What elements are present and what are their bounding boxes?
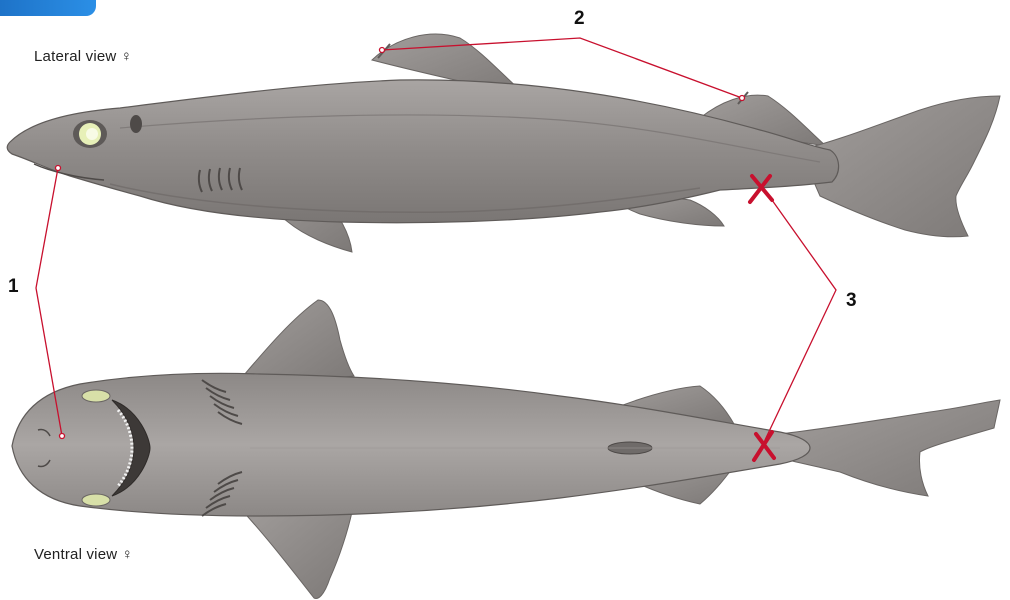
callout-3-line bbox=[762, 186, 836, 440]
spiracle bbox=[130, 115, 142, 133]
lateral-body bbox=[7, 80, 838, 223]
eye-icon bbox=[73, 120, 107, 148]
ventral-pectoral-fin-upper bbox=[238, 300, 354, 382]
ventral-shark bbox=[12, 300, 1000, 598]
ventral-eye-upper bbox=[82, 390, 110, 402]
callout-2-number: 2 bbox=[574, 8, 585, 30]
ventral-eye-lower bbox=[82, 494, 110, 506]
ventral-pectoral-fin-lower bbox=[238, 506, 352, 598]
lateral-shark bbox=[7, 34, 1000, 252]
callout-1-number: 1 bbox=[8, 276, 19, 298]
ventral-caudal-fin bbox=[780, 400, 1000, 496]
callout-3-number: 3 bbox=[846, 290, 857, 312]
lateral-view-label: Lateral view ♀ bbox=[34, 48, 132, 65]
ventral-view-label: Ventral view ♀ bbox=[34, 546, 133, 563]
